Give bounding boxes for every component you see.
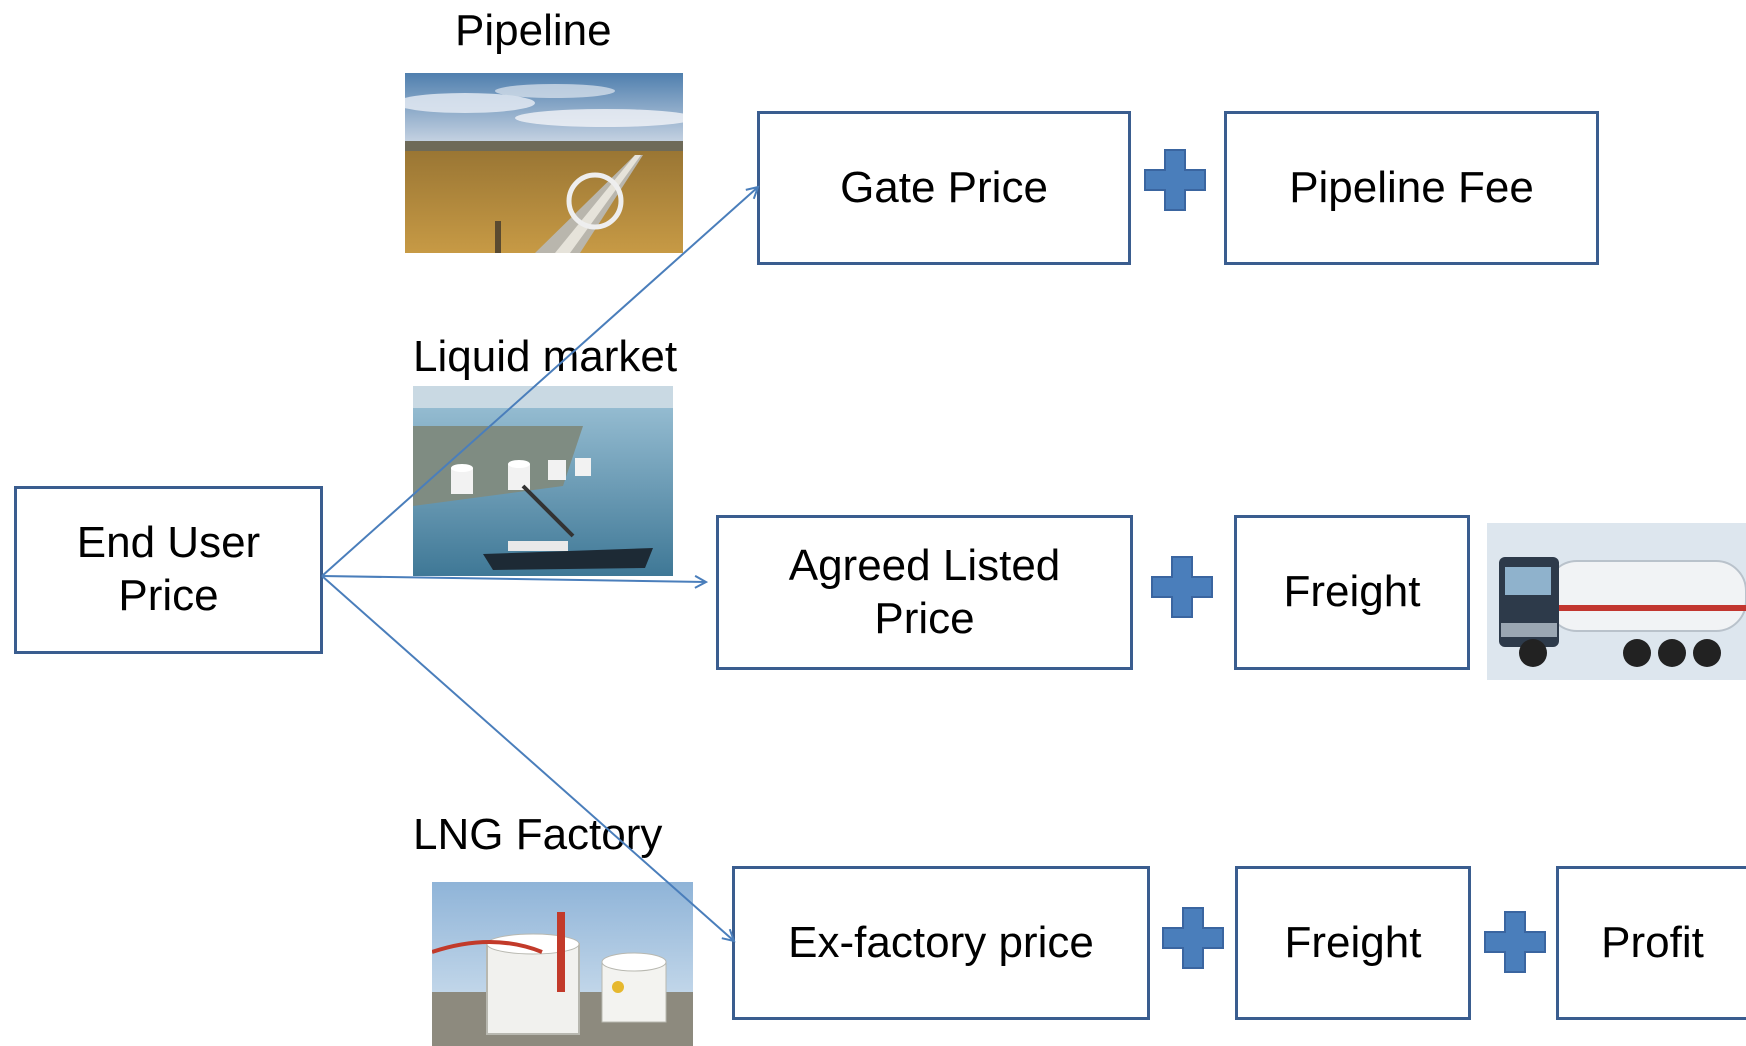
end-user-price-line2: Price [118, 571, 219, 620]
plus-icon [1151, 556, 1213, 618]
agreed-listed-price-box: Agreed Listed Price [716, 515, 1133, 670]
pipeline-photo [405, 73, 683, 253]
pipeline-fee-box: Pipeline Fee [1224, 111, 1599, 265]
freight-label-liquid: Freight [1283, 567, 1421, 617]
plus-icon [1144, 149, 1206, 211]
agreed-listed-price-line1: Agreed Listed [788, 540, 1061, 590]
liquid-market-label: Liquid market [413, 332, 678, 381]
freight-box-factory: Freight [1235, 866, 1471, 1020]
end-user-price-line1: End User [76, 518, 261, 568]
plus-icon [1162, 907, 1224, 969]
pipeline-fee-label: Pipeline Fee [1289, 162, 1534, 212]
ex-factory-price-label: Ex-factory price [788, 917, 1094, 967]
gate-price-label: Gate Price [840, 162, 1048, 212]
end-user-price-box: End User Price [14, 486, 323, 654]
lng-tanker-truck-photo [1487, 523, 1746, 680]
lng-factory-photo [432, 882, 693, 1046]
arrow-to-agreed-listed-price [321, 576, 706, 582]
profit-label: Profit [1601, 917, 1704, 967]
lng-factory-label: LNG Factory [413, 810, 663, 859]
agreed-listed-price-line2: Price [874, 593, 975, 643]
profit-box: Profit [1556, 866, 1746, 1020]
plus-icon [1484, 911, 1546, 973]
freight-box-liquid: Freight [1234, 515, 1470, 670]
freight-label-factory: Freight [1284, 917, 1422, 967]
ex-factory-price-box: Ex-factory price [732, 866, 1150, 1020]
lng-terminal-photo [413, 386, 673, 576]
gate-price-box: Gate Price [757, 111, 1131, 265]
pipeline-label: Pipeline [455, 6, 612, 55]
